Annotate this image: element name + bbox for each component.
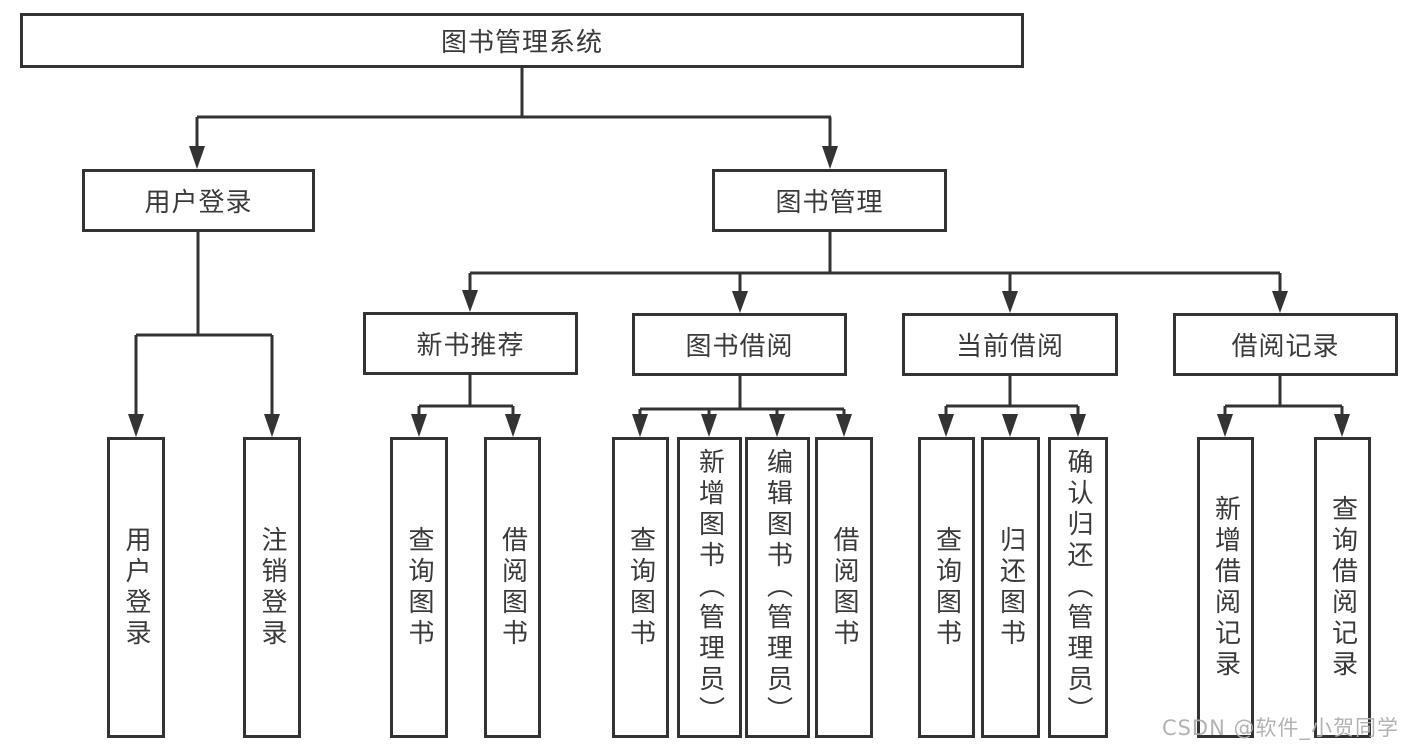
leaf-records-query-record: 查询借阅记录	[1314, 437, 1371, 738]
node-new-book-recommend: 新书推荐	[363, 312, 578, 375]
node-book-borrow-label: 图书借阅	[685, 332, 794, 362]
connector-root-to-level2	[195, 68, 832, 148]
leaf-newbooks-query-books: 查询图书	[390, 437, 448, 738]
leaf-borrow-add-books-admin: 新增图书（管理员）	[677, 437, 742, 738]
arrowheads-records-leaves	[1217, 414, 1350, 437]
node-new-book-recommend-label: 新书推荐	[416, 331, 525, 361]
arrowheads-bookborrow-leaves	[632, 414, 852, 437]
leaf-newbooks-query-books-label: 查询图书	[404, 525, 434, 650]
connector-newbooks-to-leaves	[417, 375, 515, 416]
node-book-borrow: 图书借阅	[632, 313, 847, 376]
connector-current-to-leaves	[944, 376, 1080, 416]
node-current-borrow: 当前借阅	[902, 313, 1118, 376]
leaf-current-confirm-return-admin: 确认归还（管理员）	[1048, 437, 1108, 738]
node-borrow-records: 借阅记录	[1173, 313, 1398, 376]
leaf-current-return-books: 归还图书	[981, 437, 1040, 738]
node-book-management-label: 图书管理	[775, 188, 884, 218]
leaf-borrow-query-books: 查询图书	[612, 437, 669, 738]
leaf-user-login: 用户登录	[107, 437, 165, 738]
leaf-borrow-borrow-books-label: 借阅图书	[829, 525, 859, 650]
arrowheads-current-leaves	[938, 414, 1086, 437]
leaf-logout-label: 注销登录	[257, 525, 287, 650]
leaf-current-return-books-label: 归还图书	[995, 525, 1026, 650]
arrowheads-newbooks-leaves	[411, 414, 521, 437]
node-book-management: 图书管理	[712, 169, 947, 232]
leaf-newbooks-borrow-books: 借阅图书	[484, 437, 541, 738]
leaf-borrow-edit-books-admin: 编辑图书（管理员）	[745, 437, 810, 738]
leaf-logout: 注销登录	[243, 437, 301, 738]
leaf-newbooks-borrow-books-label: 借阅图书	[497, 525, 528, 650]
leaf-user-login-label: 用户登录	[121, 525, 151, 650]
node-borrow-records-label: 借阅记录	[1231, 332, 1340, 362]
leaf-records-add-record: 新增借阅记录	[1197, 437, 1254, 738]
arrowheads-level3	[462, 290, 1288, 313]
connector-bookmgmt-to-level3	[468, 232, 1282, 292]
connector-records-to-leaves	[1223, 376, 1344, 416]
leaf-borrow-borrow-books: 借阅图书	[815, 437, 873, 738]
leaf-borrow-edit-books-admin-label: 编辑图书（管理员）	[762, 448, 793, 727]
leaf-current-confirm-return-admin-label: 确认归还（管理员）	[1063, 448, 1093, 727]
leaf-borrow-add-books-admin-label: 新增图书（管理员）	[694, 448, 725, 727]
node-user-login-label: 用户登录	[144, 188, 253, 218]
arrowheads-level2	[189, 146, 838, 169]
leaf-current-query-books: 查询图书	[918, 437, 975, 738]
leaf-current-query-books-label: 查询图书	[931, 525, 962, 650]
leaf-records-query-record-label: 查询借阅记录	[1327, 494, 1358, 681]
csdn-watermark: CSDN @软件_小贺同学	[1161, 716, 1399, 740]
leaf-borrow-query-books-label: 查询图书	[625, 525, 656, 650]
node-current-borrow-label: 当前借阅	[955, 332, 1064, 362]
node-library-system-label: 图书管理系统	[440, 28, 603, 58]
arrowheads-userlogin-leaves	[128, 414, 280, 437]
leaf-records-add-record-label: 新增借阅记录	[1210, 494, 1241, 681]
connector-bookborrow-to-leaves	[638, 376, 846, 416]
node-library-system: 图书管理系统	[20, 13, 1024, 68]
connector-userlogin-to-leaves	[134, 232, 274, 415]
node-user-login: 用户登录	[82, 169, 315, 232]
